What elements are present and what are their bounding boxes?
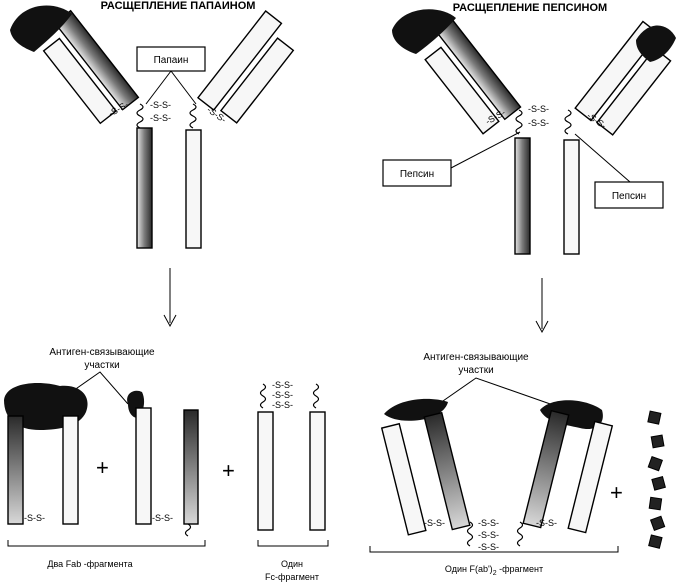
fc-stem-left — [136, 127, 153, 249]
disulfide-bond: -S-S- — [152, 513, 173, 523]
one-fc-label-2: Fc-фрагмент — [265, 572, 319, 582]
fc-fragment: -S-S- -S-S- -S-S- — [257, 380, 326, 531]
one-fab2-label: Один F(ab')2 -фрагмент — [445, 564, 543, 577]
light-chain-arm-right — [219, 37, 295, 124]
light-chain-arm-left — [424, 46, 500, 135]
fc-stem-left — [514, 137, 531, 255]
fc-chain-left — [257, 411, 274, 531]
disulfide-bond: -S-S- — [478, 518, 499, 528]
disulfide-bond: -S-S- — [478, 530, 499, 540]
pepsin-pointer-right — [574, 133, 631, 183]
antigen-pointer-right — [429, 377, 557, 411]
light-chain-fab2-left — [380, 422, 427, 536]
fc-stem-right — [563, 139, 580, 255]
disulfide-bond: -S-S- — [107, 99, 130, 118]
fab-bracket — [7, 540, 206, 547]
peptide-fragment — [651, 476, 666, 491]
disulfide-bond: -S-S- — [528, 104, 549, 114]
disulfide-bond: -S-S- — [272, 400, 293, 410]
two-fab-fragments-label: Два Fab -фрагмента — [47, 559, 132, 569]
disulfide-bond: -S-S- — [150, 113, 171, 123]
arrow-papain — [163, 268, 177, 328]
papain-antibody: -S-S- -S-S- -S-S- -S-S- Папаин — [10, 5, 295, 249]
plus-sign: + — [610, 480, 623, 505]
pepsin-box-left — [382, 159, 452, 187]
antigen-sites-label-right-2: участки — [458, 365, 493, 376]
antigen-sites-label-right-1: Антиген-связывающие — [423, 352, 529, 363]
one-fc-label-1: Один — [281, 559, 303, 569]
antigen-sites-label-left-1: Антиген-связывающие — [49, 347, 155, 358]
hinge-left — [259, 383, 267, 409]
fab2-bracket — [369, 546, 619, 553]
disulfide-bond: -S-S- — [150, 100, 171, 110]
variable-domain-blob — [392, 9, 456, 55]
fc-bracket — [257, 540, 329, 547]
heavy-chain-fab2-right — [522, 409, 570, 529]
disulfide-bond: -S-S- — [478, 542, 499, 552]
disulfide-bond: -S-S- — [528, 118, 549, 128]
peptide-fragment — [650, 434, 665, 449]
pepsin-label-left: Пепсин — [400, 169, 434, 180]
antigen-sites-label-left-2: участки — [84, 360, 119, 371]
variable-domain-blob — [10, 5, 72, 52]
pepsin-antibody: -S-S- -S-S- -S-S- -S-S- Пепсин Пепсин — [382, 9, 676, 255]
hinge-right — [312, 383, 320, 409]
papain-label: Папаин — [154, 55, 189, 66]
light-chain-fab2-right — [567, 420, 614, 534]
pepsin-box-right — [594, 181, 664, 209]
hinge-left — [515, 109, 523, 135]
pepsin-label-right: Пепсин — [612, 191, 646, 202]
variable-domain-blob — [636, 25, 676, 62]
plus-sign: + — [222, 458, 235, 483]
disulfide-bond: -S-S- — [424, 518, 445, 528]
pepsin-pointer-left — [450, 131, 521, 169]
peptide-fragment — [648, 496, 663, 511]
heavy-chain-fab2-left — [423, 411, 471, 531]
hinge-left — [136, 103, 144, 129]
hinge-fab — [184, 523, 192, 537]
arrow-pepsin — [535, 278, 549, 334]
fc-stem-right — [185, 129, 202, 249]
heavy-chain-fab — [183, 409, 199, 525]
hinge-right — [516, 521, 524, 547]
plus-sign: + — [96, 455, 109, 480]
fab-fragment-2: -S-S- — [127, 390, 199, 537]
pepsin-digest-peptides — [647, 410, 666, 549]
heavy-chain-fab — [7, 415, 24, 525]
fab2-fragment: -S-S- -S-S- -S-S- -S-S- -S-S- — [380, 398, 614, 552]
heavy-chain-arm-right — [196, 10, 283, 112]
light-chain-arm-left — [42, 37, 118, 125]
peptide-fragment — [647, 410, 662, 425]
fab-fragment-1: -S-S- — [4, 382, 88, 525]
peptide-fragment — [648, 534, 663, 549]
fc-chain-right — [309, 411, 326, 531]
disulfide-bond: -S-S- — [272, 390, 293, 400]
peptide-fragment — [649, 515, 666, 531]
light-chain-fab — [135, 407, 152, 525]
disulfide-bond: -S-S- — [24, 513, 45, 523]
papain-pointer — [145, 70, 197, 105]
pepsin-title: РАСЩЕПЛЕНИЕ ПЕПСИНОМ — [453, 2, 607, 14]
hinge-left — [466, 521, 474, 547]
disulfide-bond: -S-S- — [536, 518, 557, 528]
hinge-right — [564, 109, 572, 135]
hinge-right — [189, 103, 197, 129]
peptide-fragment — [647, 455, 663, 472]
papain-title: РАСЩЕПЛЕНИЕ ПАПАИНОМ — [101, 0, 256, 12]
light-chain-fab — [62, 415, 79, 525]
disulfide-bond: -S-S- — [272, 380, 293, 390]
